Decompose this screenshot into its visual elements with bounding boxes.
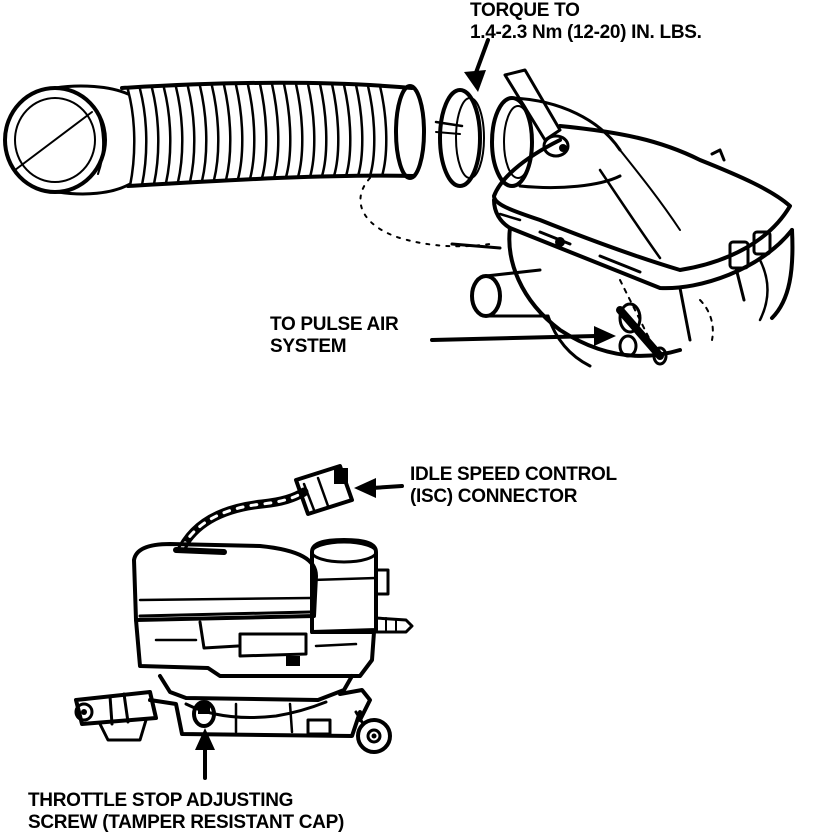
housing-outlet-tube (470, 268, 592, 368)
isc-motor-housing (132, 542, 318, 622)
pulse-air-arrow (430, 326, 616, 346)
isc-connector-line-2: (ISC) CONNECTOR (410, 486, 578, 507)
isc-wiring-harness (177, 487, 309, 553)
throttle-stop-arrow (195, 728, 215, 780)
air-cleaner-housing (492, 124, 795, 358)
throttle-cam-right (338, 688, 392, 754)
torque-spec-line-1: TORQUE TO (470, 0, 580, 21)
throttle-stop-screw (192, 700, 216, 728)
pulse-air-line-2: SYSTEM (270, 336, 347, 357)
pulse-air-fitting (616, 302, 668, 366)
throttle-linkage-left (74, 690, 158, 742)
air-intake-assembly (3, 38, 795, 368)
hose-clamp (434, 88, 485, 188)
torque-spec-line-2: 1.4-2.3 Nm (12-20) IN. LBS. (470, 22, 702, 43)
duct-elbow (3, 84, 132, 196)
air-cleaner-inlet (490, 96, 622, 190)
pulse-air-label: TO PULSE AIR SYSTEM (270, 314, 399, 358)
throttle-body-assembly (74, 464, 414, 780)
torque-arrow (464, 38, 490, 92)
throttle-stop-line-2: SCREW (TAMPER RESISTANT CAP) (28, 812, 345, 833)
throttle-stop-line-1: THROTTLE STOP ADJUSTING (28, 790, 294, 811)
throttle-stop-label: THROTTLE STOP ADJUSTING SCREW (TAMPER RE… (28, 790, 344, 834)
hidden-line-contour (359, 177, 491, 248)
isc-connector (294, 464, 354, 516)
throttle-body-base (148, 674, 362, 738)
isc-actuator-canister (310, 538, 414, 634)
torque-spec-label: TORQUE TO 1.4-2.3 Nm (12-20) IN. LBS. (470, 0, 702, 44)
throttle-body-block (134, 618, 376, 678)
isc-arrow (354, 478, 404, 498)
breather-tube (503, 68, 570, 158)
flexible-air-hose (120, 80, 426, 188)
isc-connector-line-1: IDLE SPEED CONTROL (410, 464, 617, 485)
hidden-line-tube (450, 242, 502, 250)
isc-connector-label: IDLE SPEED CONTROL (ISC) CONNECTOR (410, 464, 617, 508)
pulse-air-line-1: TO PULSE AIR (270, 314, 399, 335)
